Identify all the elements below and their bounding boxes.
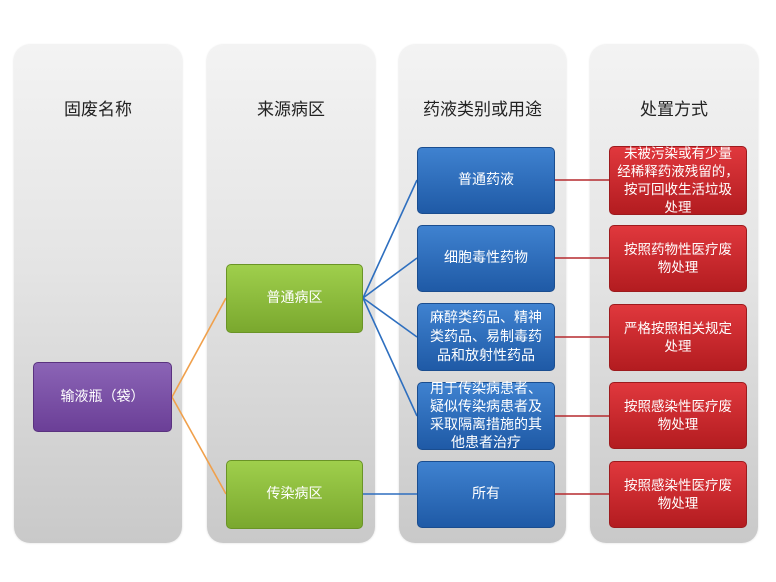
disposal-box-3: 严格按照相关规定 处理	[609, 304, 747, 371]
disposal-label-5: 按照感染性医疗废 物处理	[624, 477, 732, 512]
column-header-waste-name: 固废名称	[64, 100, 132, 120]
category-label-3: 麻醉类药品、精神 类药品、易制毒药 品和放射性药品	[430, 309, 542, 364]
connector-waste-general	[171, 297, 227, 398]
category-label-1: 普通药液	[458, 172, 514, 188]
waste-label: 输液瓶（袋）	[60, 388, 145, 405]
column-disposal: 处置方式	[590, 45, 758, 543]
column-waste-name: 固废名称	[14, 45, 182, 543]
category-box-3: 麻醉类药品、精神 类药品、易制毒药 品和放射性药品	[417, 303, 555, 371]
disposal-label-2: 按照药物性医疗废 物处理	[624, 241, 732, 276]
connector-general-c1	[362, 179, 418, 299]
column-category: 药液类别或用途	[399, 45, 566, 543]
connector-general-c2	[362, 257, 418, 299]
category-box-5: 所有	[417, 461, 555, 528]
category-label-2: 细胞毒性药物	[444, 250, 528, 266]
source-general-label: 普通病区	[266, 290, 323, 306]
disposal-label-1: 未被污染或有少量 经稀释药液残留的， 按可回收生活垃圾 处理	[617, 145, 739, 216]
connector-general-c4	[362, 297, 418, 417]
source-infectious-box: 传染病区	[226, 460, 363, 529]
disposal-label-4: 按照感染性医疗废 物处理	[624, 398, 732, 433]
connector-general-c3	[362, 297, 418, 338]
category-box-2: 细胞毒性药物	[417, 225, 555, 292]
column-header-disposal: 处置方式	[640, 100, 708, 120]
disposal-box-5: 按照感染性医疗废 物处理	[609, 461, 747, 528]
category-label-4: 用于传染病患者、 疑似传染病患者及 采取隔离措施的其 他患者治疗	[430, 381, 542, 451]
column-header-source-ward: 来源病区	[257, 100, 325, 120]
disposal-label-3: 严格按照相关规定 处理	[624, 320, 732, 355]
source-general-box: 普通病区	[226, 264, 363, 333]
disposal-box-2: 按照药物性医疗废 物处理	[609, 225, 747, 292]
disposal-box-4: 按照感染性医疗废 物处理	[609, 382, 747, 449]
category-label-5: 所有	[472, 486, 500, 502]
waste-box: 输液瓶（袋）	[33, 362, 172, 432]
source-infectious-label: 传染病区	[266, 486, 323, 502]
category-box-4: 用于传染病患者、 疑似传染病患者及 采取隔离措施的其 他患者治疗	[417, 381, 555, 451]
category-box-1: 普通药液	[417, 147, 555, 214]
disposal-box-1: 未被污染或有少量 经稀释药液残留的， 按可回收生活垃圾 处理	[609, 145, 747, 216]
column-header-category: 药液类别或用途	[423, 100, 542, 120]
connector-waste-infectious	[171, 396, 227, 495]
